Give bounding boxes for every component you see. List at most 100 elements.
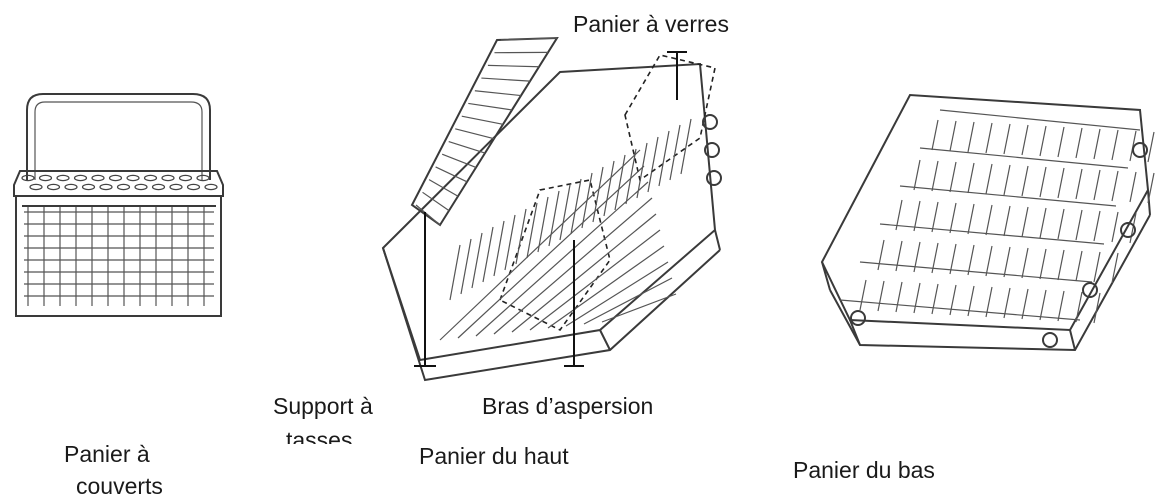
wire [1093, 128, 1101, 160]
wire [455, 128, 495, 140]
wire [537, 196, 549, 253]
wire [680, 118, 692, 175]
lid-hole [161, 174, 175, 182]
cup-support-label-line2: tasses [286, 427, 353, 444]
cutlery-basket-label-line2: couverts [76, 473, 163, 499]
wire [468, 102, 513, 111]
wire [1057, 167, 1065, 199]
wire [859, 279, 867, 311]
wire [1111, 211, 1119, 243]
wheel-icon [704, 142, 720, 158]
wire [1021, 124, 1029, 156]
cutlery-basket-lid [13, 170, 224, 197]
wire [985, 204, 993, 236]
glass-basket-label: Panier à verres [573, 11, 729, 37]
wire [1075, 127, 1083, 159]
wire [839, 299, 1081, 321]
wire [1003, 287, 1011, 319]
wire [1039, 248, 1047, 280]
wire [1039, 207, 1047, 239]
wire [949, 243, 957, 275]
lid-hole [46, 183, 61, 191]
wire [1147, 172, 1155, 204]
lid-hole [151, 183, 166, 191]
wire [1111, 170, 1119, 202]
cutlery-basket [13, 93, 224, 317]
wire [1021, 288, 1029, 320]
wire [1111, 129, 1119, 161]
wheel-icon [1042, 332, 1058, 348]
wire [457, 165, 645, 339]
wire [931, 160, 939, 192]
lid-hole [126, 174, 140, 182]
wire [967, 244, 975, 276]
wire [913, 282, 921, 314]
wire [919, 147, 1129, 169]
cutlery-basket-label: Panier à [64, 441, 150, 467]
wire [1057, 126, 1065, 158]
wire [439, 149, 641, 341]
wheel-icon [1120, 222, 1136, 238]
wire [487, 64, 540, 68]
upper-basket [381, 36, 722, 382]
wire [967, 121, 975, 153]
cup-shelf-mesh [415, 37, 558, 226]
wire [1003, 205, 1011, 237]
wire [592, 166, 604, 223]
wire [448, 140, 486, 154]
wire [913, 159, 921, 191]
lower-basket-tines [839, 109, 1155, 324]
wire [493, 220, 505, 277]
wire [1021, 206, 1029, 238]
wire [1075, 291, 1083, 323]
wire [931, 283, 939, 315]
wire [1003, 164, 1011, 196]
wire [985, 122, 993, 154]
wire [1093, 292, 1101, 324]
wire [1003, 123, 1011, 155]
lid-hole [91, 174, 105, 182]
wire [511, 213, 657, 333]
wire [601, 293, 677, 323]
wire [895, 240, 903, 272]
wire [931, 119, 939, 151]
wire [415, 204, 441, 226]
wire [504, 214, 516, 271]
wire [1075, 168, 1083, 200]
wire [435, 166, 468, 183]
lid-hole [186, 183, 201, 191]
wire [658, 130, 670, 187]
lid-hole [56, 174, 70, 182]
wire [428, 179, 459, 197]
wire [625, 148, 637, 205]
wire [460, 238, 472, 295]
wheel-icon [702, 114, 718, 130]
wire [481, 77, 531, 82]
wheel-icon [1082, 282, 1098, 298]
wire [636, 142, 648, 199]
lid-hole [134, 183, 148, 191]
wire [614, 154, 626, 211]
lid-hole [169, 183, 183, 191]
wire [1129, 212, 1137, 244]
lid-hole [178, 174, 193, 182]
wire [515, 208, 527, 265]
wire [913, 200, 921, 232]
wire [949, 161, 957, 193]
wire [526, 202, 538, 259]
wire [1039, 289, 1047, 321]
cutlery-basket-handle [26, 93, 211, 180]
wire [461, 115, 504, 125]
wire [877, 280, 885, 312]
glass-basket-outline [624, 54, 716, 182]
wire [559, 184, 571, 241]
wire [482, 226, 494, 283]
wheel-icon [1132, 142, 1148, 158]
wire [1129, 171, 1137, 203]
wire [441, 153, 477, 169]
wire [899, 185, 1117, 207]
wheel-icon [706, 170, 722, 186]
wire [1021, 247, 1029, 279]
cutlery-basket-body [15, 195, 222, 317]
wire [1147, 131, 1155, 163]
